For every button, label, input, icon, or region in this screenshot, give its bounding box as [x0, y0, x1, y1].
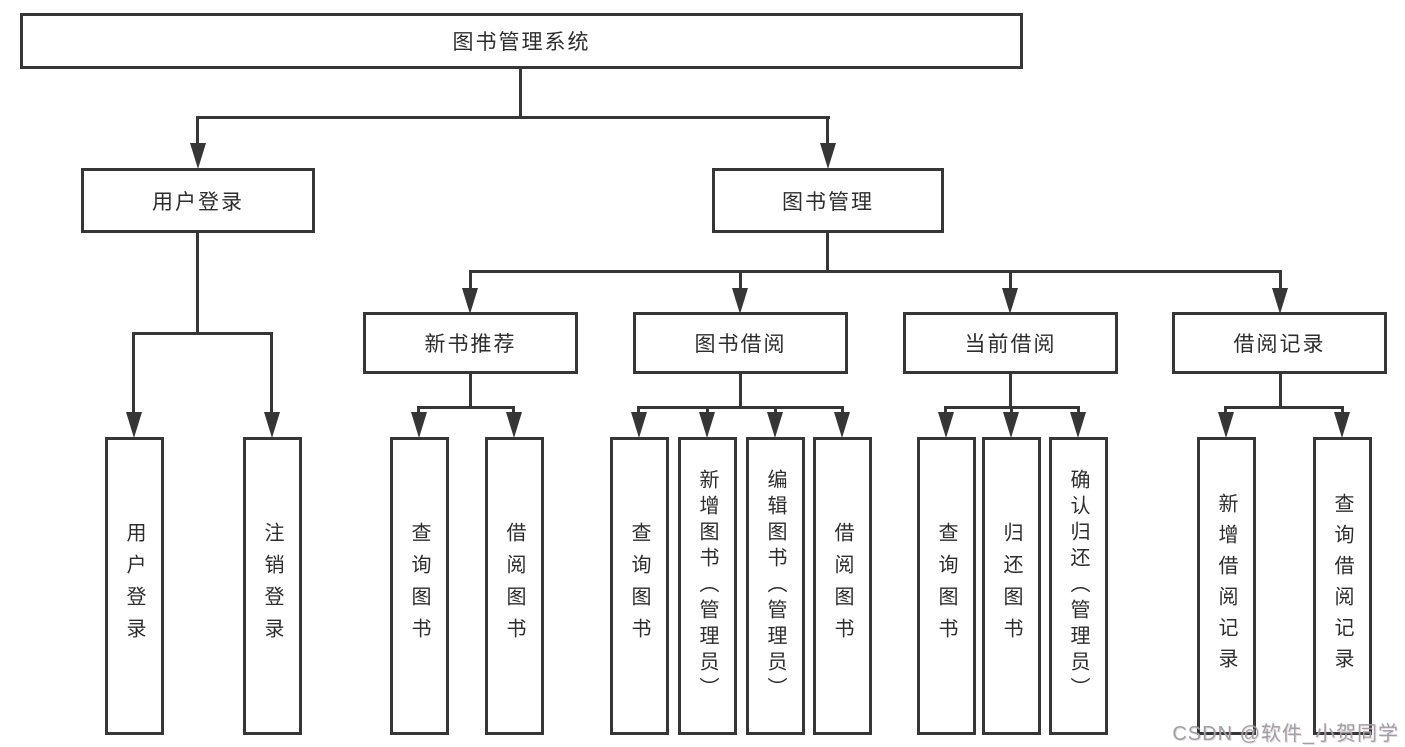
connector-new-book-recommend-stem: [469, 373, 472, 409]
node-current-borrowing: 当前借阅: [903, 312, 1118, 374]
connector-level2-rail: [469, 270, 1282, 273]
arrowhead-borrow-books: [834, 412, 850, 438]
connector-shaft-add-borrow-record: [1224, 406, 1227, 416]
node-leaf-add-borrow-record: 新增借阅记录: [1197, 437, 1256, 735]
connector-shaft-new-book-recommend: [469, 270, 472, 292]
node-leaf-add-books-admin-label: 新增图书（管理员）: [696, 469, 718, 703]
node-leaf-add-books-admin: 新增图书（管理员）: [678, 437, 737, 735]
node-new-book-recommend: 新书推荐: [363, 312, 578, 374]
arrowhead-add-borrow-record: [1218, 412, 1234, 438]
node-leaf-return-books: 归还图书: [982, 437, 1041, 735]
node-book-borrowing: 图书借阅: [633, 312, 848, 374]
arrowhead-current-borrowing: [1002, 288, 1018, 314]
connector-level1-rail: [196, 116, 830, 119]
connector-shaft-query-books-borrowing: [637, 406, 640, 416]
arrowhead-confirm-return-admin: [1070, 412, 1086, 438]
connector-shaft-current-borrowing: [1009, 270, 1012, 292]
connector-shaft-add-books-admin: [706, 406, 709, 416]
arrowhead-book-borrowing: [732, 288, 748, 314]
arrowhead-leaf-user-login: [126, 412, 142, 438]
node-leaf-logout-label: 注销登录: [261, 522, 283, 650]
node-current-borrowing-label: 当前借阅: [964, 333, 1057, 356]
connector-book-borrowing-rail: [637, 406, 844, 409]
node-user-login-label: 用户登录: [152, 190, 244, 214]
node-book-management-label: 图书管理: [782, 190, 874, 214]
csdn-watermark: CSDN @软件_小贺同学: [1172, 723, 1399, 745]
connector-shaft-return-books: [1010, 406, 1013, 416]
node-user-login: 用户登录: [81, 168, 315, 233]
node-library-system: 图书管理系统: [20, 13, 1023, 69]
arrowhead-user-login: [190, 143, 206, 169]
connector-shaft-leaf-user-login: [132, 332, 135, 414]
node-leaf-logout: 注销登录: [243, 437, 302, 735]
connector-borrow-records-rail: [1224, 406, 1344, 409]
connector-shaft-book-management: [826, 116, 829, 146]
connector-book-management-stem: [826, 232, 829, 273]
node-leaf-add-borrow-record-label: 新增借阅记录: [1215, 493, 1237, 679]
node-book-borrowing-label: 图书借阅: [694, 333, 787, 356]
node-leaf-user-login: 用户登录: [105, 437, 164, 735]
arrowhead-return-books: [1003, 412, 1019, 438]
node-leaf-borrow-books-recommend-label: 借阅图书: [503, 522, 525, 650]
connector-shaft-user-login: [196, 116, 199, 146]
arrowhead-query-borrow-record: [1334, 412, 1350, 438]
node-leaf-query-books-recommend: 查询图书: [390, 437, 449, 735]
connector-shaft-query-books-recommend: [417, 406, 420, 416]
arrowhead-borrow-books-recommend: [506, 412, 522, 438]
node-leaf-user-login-label: 用户登录: [123, 522, 145, 650]
node-new-book-recommend-label: 新书推荐: [424, 333, 517, 356]
connector-user-login-rail: [132, 332, 273, 335]
node-leaf-query-books-current: 查询图书: [917, 437, 976, 735]
node-leaf-query-books-current-label: 查询图书: [935, 522, 957, 650]
arrowhead-query-books-current: [938, 412, 954, 438]
arrowhead-book-management: [820, 143, 836, 169]
connector-shaft-query-borrow-record: [1341, 406, 1344, 416]
node-leaf-edit-books-admin-label: 编辑图书（管理员）: [764, 469, 786, 703]
node-borrow-records-label: 借阅记录: [1233, 333, 1326, 356]
connector-book-borrowing-stem: [739, 373, 742, 409]
connector-shaft-borrow-books-recommend: [512, 406, 515, 416]
arrowhead-new-book-recommend: [462, 288, 478, 314]
node-book-management: 图书管理: [712, 168, 944, 233]
node-leaf-borrow-books-label: 借阅图书: [831, 522, 853, 650]
node-leaf-query-books-borrowing-label: 查询图书: [628, 522, 650, 650]
connector-current-borrowing-stem: [1009, 373, 1012, 409]
connector-new-book-recommend-rail: [417, 406, 515, 409]
connector-shaft-book-borrowing: [739, 270, 742, 292]
connector-shaft-query-books-current: [944, 406, 947, 416]
connector-shaft-leaf-logout: [270, 332, 273, 414]
arrowhead-borrow-records: [1272, 288, 1288, 314]
node-leaf-query-books-borrowing: 查询图书: [610, 437, 669, 735]
node-leaf-edit-books-admin: 编辑图书（管理员）: [746, 437, 805, 735]
arrowhead-leaf-logout: [264, 412, 280, 438]
node-library-system-label: 图书管理系统: [452, 31, 591, 54]
node-borrow-records: 借阅记录: [1172, 312, 1387, 374]
connector-borrow-records-stem: [1279, 373, 1282, 409]
node-leaf-return-books-label: 归还图书: [1000, 522, 1022, 650]
arrowhead-query-books-recommend: [411, 412, 427, 438]
arrowhead-add-books-admin: [699, 412, 715, 438]
node-leaf-confirm-return-admin: 确认归还（管理员）: [1049, 437, 1108, 735]
node-leaf-borrow-books-recommend: 借阅图书: [485, 437, 544, 735]
connector-root-stem: [519, 68, 522, 118]
connector-shaft-edit-books-admin: [774, 406, 777, 416]
connector-shaft-confirm-return-admin: [1077, 406, 1080, 416]
connector-shaft-borrow-records: [1279, 270, 1282, 292]
node-leaf-confirm-return-admin-label: 确认归还（管理员）: [1067, 469, 1089, 703]
node-leaf-query-books-recommend-label: 查询图书: [408, 522, 430, 650]
node-leaf-query-borrow-record-label: 查询借阅记录: [1331, 493, 1353, 679]
node-leaf-borrow-books: 借阅图书: [813, 437, 872, 735]
connector-user-login-stem: [196, 232, 199, 334]
arrowhead-edit-books-admin: [767, 412, 783, 438]
arrowhead-query-books-borrowing: [631, 412, 647, 438]
node-leaf-query-borrow-record: 查询借阅记录: [1313, 437, 1372, 735]
connector-shaft-borrow-books: [841, 406, 844, 416]
